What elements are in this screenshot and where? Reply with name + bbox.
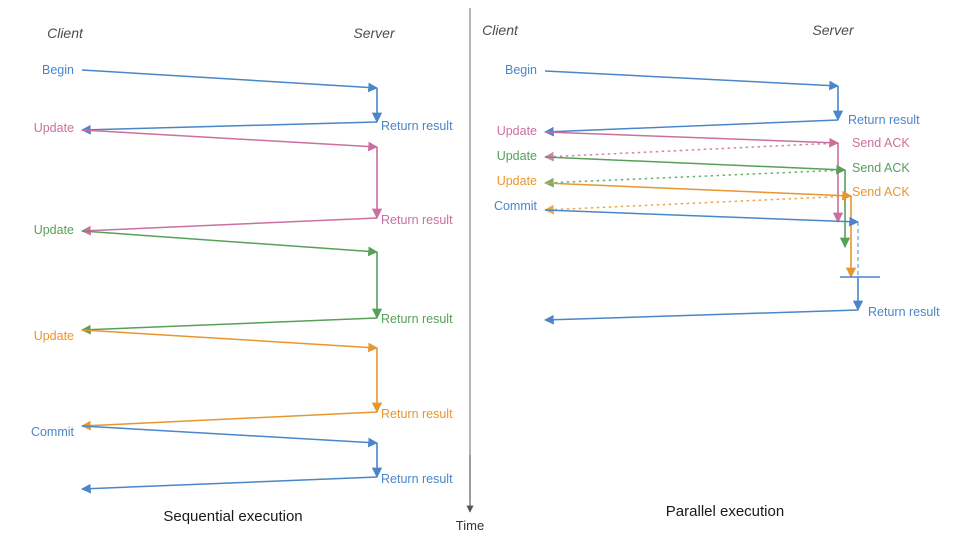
actor-label-client: Client <box>482 22 519 38</box>
message-arrow-send-ack <box>544 195 852 215</box>
message-arrow-begin <box>81 69 378 93</box>
time-axis: Time <box>456 455 484 533</box>
message-label-update: Update <box>497 149 537 163</box>
message-label-return-result: Return result <box>381 213 453 227</box>
message-arrow-return-result <box>81 121 378 135</box>
message-label-return-result: Return result <box>381 472 453 486</box>
message-arrow-commit <box>81 425 378 448</box>
message-arrow-begin <box>544 70 839 91</box>
message-label-send-ack: Send ACK <box>852 185 910 199</box>
message-label-return-result: Return result <box>868 305 940 319</box>
message-label-return-result: Return result <box>381 407 453 421</box>
message-arrow-send-ack <box>544 169 846 188</box>
message-label-commit: Commit <box>31 425 75 439</box>
message-label-update: Update <box>497 174 537 188</box>
message-arrow-commit <box>544 209 859 227</box>
message-label-return-result: Return result <box>848 113 920 127</box>
message-label-update: Update <box>34 329 74 343</box>
panel-caption-sequential: Sequential execution <box>163 508 302 525</box>
message-arrow-update <box>544 131 839 148</box>
message-arrow-return-result <box>544 119 839 137</box>
message-label-begin: Begin <box>505 63 537 77</box>
message-label-update: Update <box>34 223 74 237</box>
message-label-send-ack: Send ACK <box>852 136 910 150</box>
message-arrow-update <box>81 129 378 152</box>
message-arrow-update <box>544 156 846 175</box>
message-label-update: Update <box>34 121 74 135</box>
message-label-return-result: Return result <box>381 312 453 326</box>
message-arrow-return-result <box>81 411 378 431</box>
time-axis-label: Time <box>456 518 484 533</box>
message-label-commit: Commit <box>494 199 538 213</box>
message-arrow-return-result <box>81 317 378 335</box>
message-label-update: Update <box>497 124 537 138</box>
message-arrow-update <box>81 329 378 353</box>
message-label-send-ack: Send ACK <box>852 161 910 175</box>
message-arrow-update <box>544 182 852 201</box>
message-arrow-update <box>81 230 378 257</box>
message-arrow-return-result <box>544 309 859 325</box>
actor-label-server: Server <box>353 25 396 41</box>
message-arrow-send-ack <box>544 142 839 162</box>
message-label-begin: Begin <box>42 63 74 77</box>
actor-label-server: Server <box>812 22 855 38</box>
actor-label-client: Client <box>47 25 84 41</box>
message-arrow-return-result <box>81 476 378 494</box>
panel-caption-parallel: Parallel execution <box>666 503 784 520</box>
message-arrow-return-result <box>81 217 378 236</box>
message-label-return-result: Return result <box>381 119 453 133</box>
